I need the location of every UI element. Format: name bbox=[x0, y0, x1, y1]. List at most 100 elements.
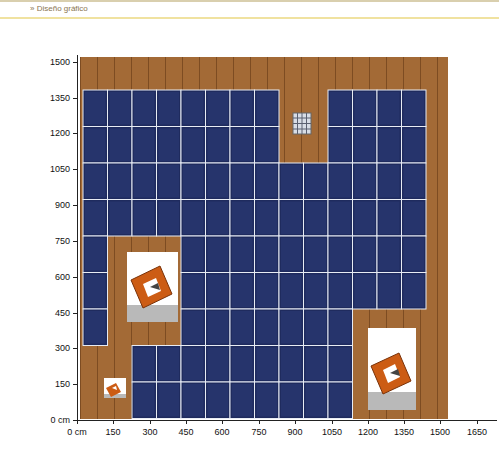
solar-panel bbox=[255, 163, 280, 200]
panel-cells bbox=[85, 92, 106, 125]
panel-cells bbox=[232, 165, 253, 198]
panel-cells bbox=[330, 92, 351, 125]
panel-cells bbox=[134, 92, 155, 125]
solar-panel bbox=[181, 309, 206, 346]
x-tick bbox=[295, 420, 296, 424]
solar-panel bbox=[83, 200, 108, 237]
solar-panel bbox=[328, 200, 353, 237]
x-tick bbox=[368, 420, 369, 424]
solar-panel bbox=[328, 382, 353, 419]
roof-surface bbox=[80, 57, 448, 419]
panel-cells bbox=[306, 311, 327, 344]
solar-panel bbox=[230, 309, 255, 346]
x-tick bbox=[77, 420, 78, 424]
panel-cells bbox=[134, 348, 155, 381]
solar-panel bbox=[255, 127, 280, 164]
panel-cells bbox=[379, 129, 400, 162]
solar-panel bbox=[230, 346, 255, 383]
x-tick bbox=[332, 420, 333, 424]
solar-panel bbox=[157, 346, 182, 383]
panel-cells bbox=[379, 238, 400, 271]
x-tick bbox=[259, 420, 260, 424]
solar-panel bbox=[279, 163, 304, 200]
panel-cells bbox=[379, 202, 400, 235]
panel-cells bbox=[330, 348, 351, 381]
solar-panel bbox=[83, 309, 108, 346]
x-axis bbox=[77, 420, 497, 421]
solar-panel bbox=[304, 273, 329, 310]
solar-panel bbox=[206, 163, 231, 200]
solar-panel bbox=[181, 200, 206, 237]
panel-cells bbox=[134, 384, 155, 417]
panel-cells bbox=[257, 92, 278, 125]
panel-cells bbox=[379, 92, 400, 125]
panel-cells bbox=[85, 311, 106, 344]
solar-panel bbox=[206, 200, 231, 237]
y-tick bbox=[73, 241, 77, 242]
solar-panel bbox=[304, 200, 329, 237]
panel-cells bbox=[257, 348, 278, 381]
solar-panel bbox=[83, 127, 108, 164]
solar-panel bbox=[181, 127, 206, 164]
solar-panel bbox=[402, 163, 427, 200]
x-axis-label: 750 bbox=[251, 427, 266, 438]
panel-title: » Diseño gráfico bbox=[30, 4, 88, 14]
x-axis-label: 1050 bbox=[322, 427, 342, 438]
panel-cells bbox=[281, 202, 302, 235]
panel-cells bbox=[232, 92, 253, 125]
solar-panel bbox=[328, 90, 353, 127]
x-axis-label: 450 bbox=[178, 427, 193, 438]
panel-cells bbox=[85, 202, 106, 235]
panel-cells bbox=[159, 129, 180, 162]
panel-cells bbox=[183, 311, 204, 344]
panel-cells bbox=[330, 129, 351, 162]
panel-cells bbox=[134, 202, 155, 235]
solar-panel bbox=[377, 273, 402, 310]
panel-cells bbox=[355, 238, 376, 271]
panel-cells bbox=[110, 92, 131, 125]
solar-panel bbox=[328, 163, 353, 200]
panel-cells bbox=[232, 311, 253, 344]
solar-panel bbox=[353, 273, 378, 310]
solar-panel bbox=[328, 127, 353, 164]
panel-cells bbox=[404, 165, 425, 198]
x-axis-label: 0 cm bbox=[67, 427, 87, 438]
panel-cells bbox=[159, 384, 180, 417]
solar-panel bbox=[181, 236, 206, 273]
solar-panel bbox=[83, 236, 108, 273]
y-axis-label: 0 cm bbox=[50, 415, 70, 426]
solar-panel bbox=[279, 309, 304, 346]
panel-cells bbox=[208, 384, 229, 417]
solar-panel bbox=[255, 90, 280, 127]
y-tick bbox=[73, 169, 77, 170]
x-tick bbox=[404, 420, 405, 424]
solar-panel bbox=[255, 273, 280, 310]
y-axis-label: 300 bbox=[55, 343, 70, 354]
y-axis-label: 1200 bbox=[50, 128, 70, 139]
solar-panel bbox=[157, 200, 182, 237]
solar-panel bbox=[304, 346, 329, 383]
x-tick bbox=[440, 420, 441, 424]
panel-cells bbox=[355, 165, 376, 198]
panel-cells bbox=[330, 202, 351, 235]
y-tick bbox=[73, 348, 77, 349]
panel-cells bbox=[330, 165, 351, 198]
y-tick bbox=[73, 62, 77, 63]
y-tick bbox=[73, 98, 77, 99]
roof-window-icon-small bbox=[104, 378, 126, 398]
panel-cells bbox=[257, 165, 278, 198]
solar-panel bbox=[157, 127, 182, 164]
solar-panel bbox=[328, 273, 353, 310]
panel-cells bbox=[306, 348, 327, 381]
skylight-icon bbox=[293, 113, 311, 134]
panel-cells bbox=[208, 348, 229, 381]
solar-panel bbox=[279, 200, 304, 237]
x-axis-label: 1650 bbox=[467, 427, 487, 438]
solar-panel bbox=[230, 200, 255, 237]
solar-panel bbox=[255, 346, 280, 383]
solar-panel bbox=[255, 200, 280, 237]
panel-cells bbox=[404, 275, 425, 308]
panel-cells bbox=[232, 129, 253, 162]
solar-panel bbox=[181, 346, 206, 383]
